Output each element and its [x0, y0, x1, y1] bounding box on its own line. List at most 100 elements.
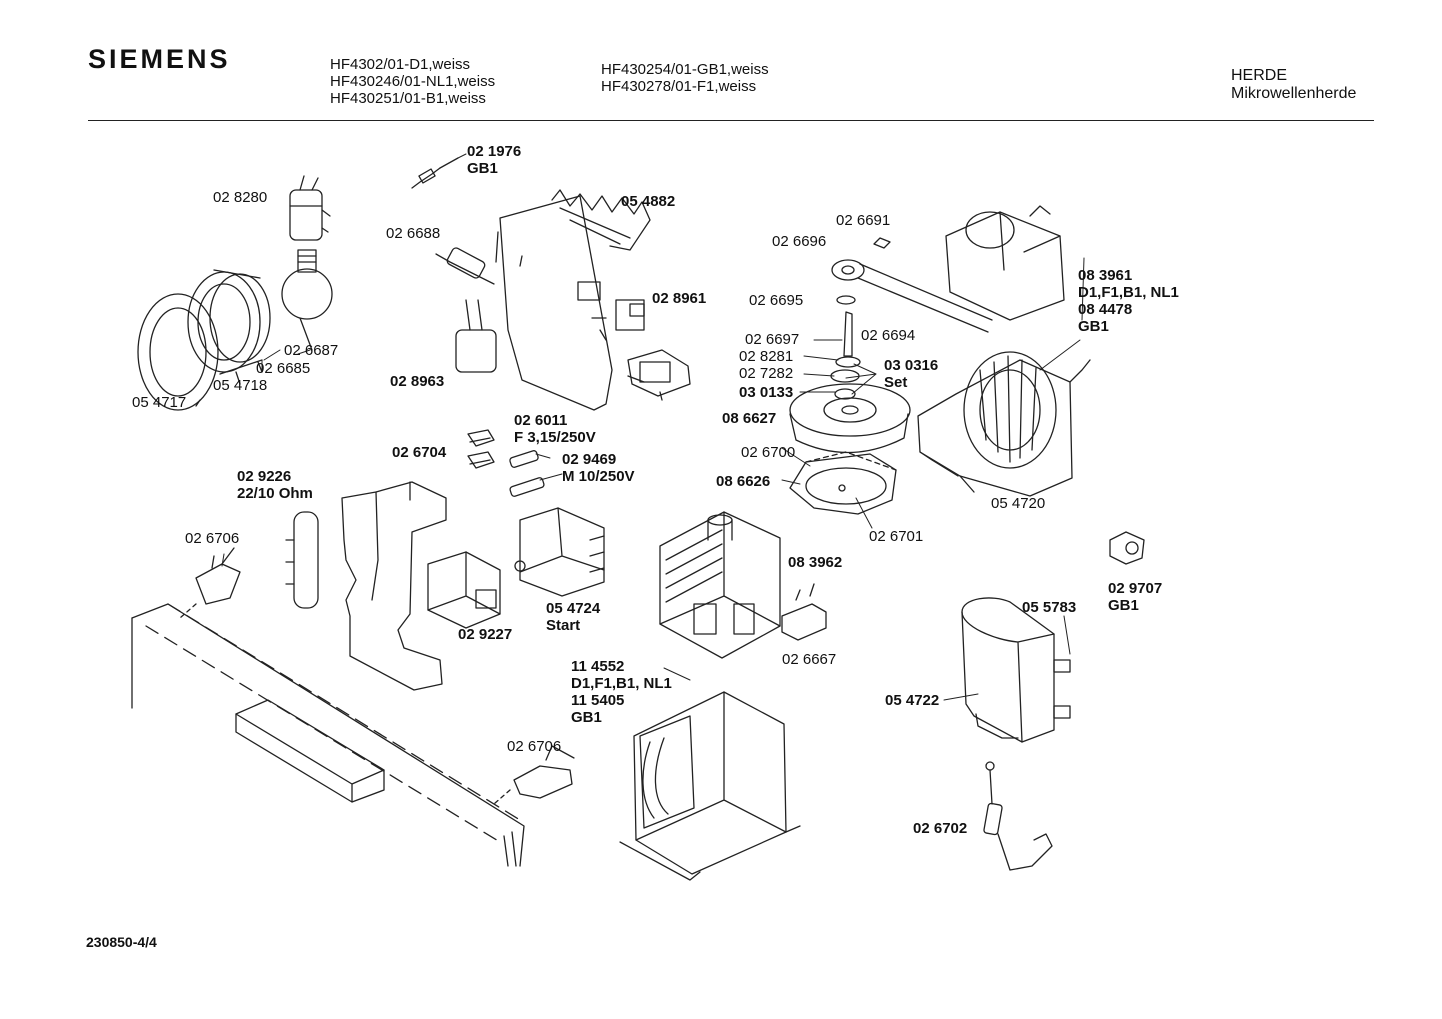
part-label-026011: 02 6011 F 3,15/250V [514, 412, 596, 446]
part-number: 02 6011 [514, 412, 568, 429]
part-label-030133: 03 0133 [739, 384, 794, 401]
part-label-086627: 08 6627 [722, 410, 777, 427]
model-item: HF4302/01-D1,weiss [330, 56, 471, 73]
fuse-part [509, 450, 545, 497]
subcategory: Mikrowellenherde [1231, 85, 1357, 102]
part-label-029226: 02 9226 22/10 Ohm [237, 468, 313, 502]
part-number: 02 9707 [1108, 580, 1163, 597]
part-label-054718: 05 4718 [213, 377, 268, 394]
part-number: 11 4552 [571, 658, 625, 675]
model-item: HF430278/01-F1,weiss [601, 78, 757, 95]
switch-bracket-part [341, 481, 447, 691]
drive-belt-part [831, 237, 993, 333]
part-label-026667: 02 6667 [782, 651, 837, 668]
part-label-026694: 02 6694 [861, 327, 916, 344]
blower-fan-part [917, 351, 1091, 497]
model-list-2: HF430254/01-GB1,weiss HF430278/01-F1,wei… [601, 61, 769, 95]
lamp-lens-part [137, 269, 271, 411]
hv-capacitor-part [961, 597, 1071, 743]
hv-diode-part [983, 761, 1053, 871]
part-label-026687: 02 6687 [284, 342, 339, 359]
part-label-028280: 02 8280 [213, 189, 268, 206]
part-label-026704: 02 6704 [392, 444, 447, 461]
brand-logo: SIEMENS [88, 44, 231, 74]
door-switch-lower-part [513, 745, 575, 799]
part-label-028961: 02 8961 [652, 290, 707, 307]
model-item: HF430246/01-NL1,weiss [330, 73, 496, 90]
small-switch-part [1109, 531, 1145, 565]
part-label-030316: 03 0316 Set [884, 357, 938, 391]
part-label-026685: 02 6685 [256, 360, 311, 377]
part-label-029469: 02 9469 M 10/250V [562, 451, 635, 485]
part-label-054717: 05 4717 [132, 394, 187, 411]
part-variant: D1,F1,B1, NL1 [571, 675, 672, 692]
part-rating: M 10/250V [562, 468, 635, 485]
part-label-026706-upper: 02 6706 [185, 530, 240, 547]
sensor-bracket-part [627, 349, 691, 401]
part-number: 08 4478 [1078, 301, 1133, 318]
part-variant: GB1 [571, 709, 602, 726]
oven-door-part [131, 603, 525, 867]
part-label-027282: 02 7282 [739, 365, 794, 382]
part-variant: Set [884, 374, 908, 391]
part-variant: GB1 [1108, 597, 1139, 614]
part-label-026702: 02 6702 [913, 820, 968, 837]
part-label-028281: 02 8281 [739, 348, 794, 365]
timer-motor-part [945, 205, 1065, 321]
part-number: 03 0316 [884, 357, 939, 374]
fuse-clip-part [467, 429, 495, 469]
part-rating: 22/10 Ohm [237, 485, 313, 502]
part-number: 02 9226 [237, 468, 292, 485]
part-label-026706-lower: 02 6706 [507, 738, 562, 755]
part-rating: F 3,15/250V [514, 429, 596, 446]
turntable-coupler-part [789, 311, 911, 454]
part-label-054722: 05 4722 [885, 692, 940, 709]
part-number: 05 4724 [546, 600, 601, 617]
header-divider [88, 120, 1374, 121]
model-list-1: HF4302/01-D1,weiss HF430246/01-NL1,weiss… [330, 56, 495, 107]
relay-part [615, 299, 645, 331]
part-label-083961: 08 3961 D1,F1,B1, NL1 08 4478 GB1 [1078, 267, 1179, 335]
power-resistor-part [285, 511, 319, 609]
category-block: HERDE Mikrowellenherde [1231, 67, 1356, 103]
model-item: HF430254/01-GB1,weiss [601, 61, 769, 78]
part-label-021976: 02 1976 GB1 [467, 143, 521, 177]
part-label-054882: 05 4882 [621, 193, 676, 210]
part-label-026688: 02 6688 [386, 225, 441, 242]
part-label-029227: 02 9227 [458, 626, 513, 643]
category: HERDE [1231, 67, 1288, 84]
part-label-054724: 05 4724 Start [546, 600, 600, 634]
part-label-028963: 02 8963 [390, 373, 445, 390]
part-number: 11 5405 [571, 692, 625, 709]
part-label-026697: 02 6697 [745, 331, 800, 348]
part-label-114552: 11 4552 D1,F1,B1, NL1 11 5405 GB1 [571, 658, 672, 726]
part-label-026691: 02 6691 [836, 212, 891, 229]
part-label-026700: 02 6700 [741, 444, 796, 461]
magnetron-part [659, 511, 781, 659]
model-item: HF430251/01-B1,weiss [330, 90, 486, 107]
turntable-ring-part [789, 451, 897, 515]
capacitor-small-part [435, 247, 495, 285]
control-board-part [495, 189, 651, 411]
start-relay-part [514, 507, 605, 597]
part-number: 02 1976 [467, 143, 522, 160]
part-number: 08 3961 [1078, 267, 1133, 284]
part-variant: GB1 [1078, 318, 1109, 335]
part-label-026701: 02 6701 [869, 528, 924, 545]
part-label-055783: 05 5783 [1022, 599, 1077, 616]
transformer-part [619, 691, 801, 881]
part-number: 02 9469 [562, 451, 617, 468]
part-label-083962: 08 3962 [788, 554, 843, 571]
thermal-fuse-part [781, 583, 827, 641]
part-label-026696: 02 6696 [772, 233, 827, 250]
part-label-026695: 02 6695 [749, 292, 804, 309]
capacitor-part [455, 299, 497, 373]
part-variant: Start [546, 617, 581, 634]
part-variant: GB1 [467, 160, 498, 177]
part-variant: D1,F1,B1, NL1 [1078, 284, 1179, 301]
part-label-029707: 02 9707 GB1 [1108, 580, 1162, 614]
part-label-086626: 08 6626 [716, 473, 771, 490]
relay-large-part [427, 551, 501, 629]
lamp-holder-part [289, 175, 331, 241]
